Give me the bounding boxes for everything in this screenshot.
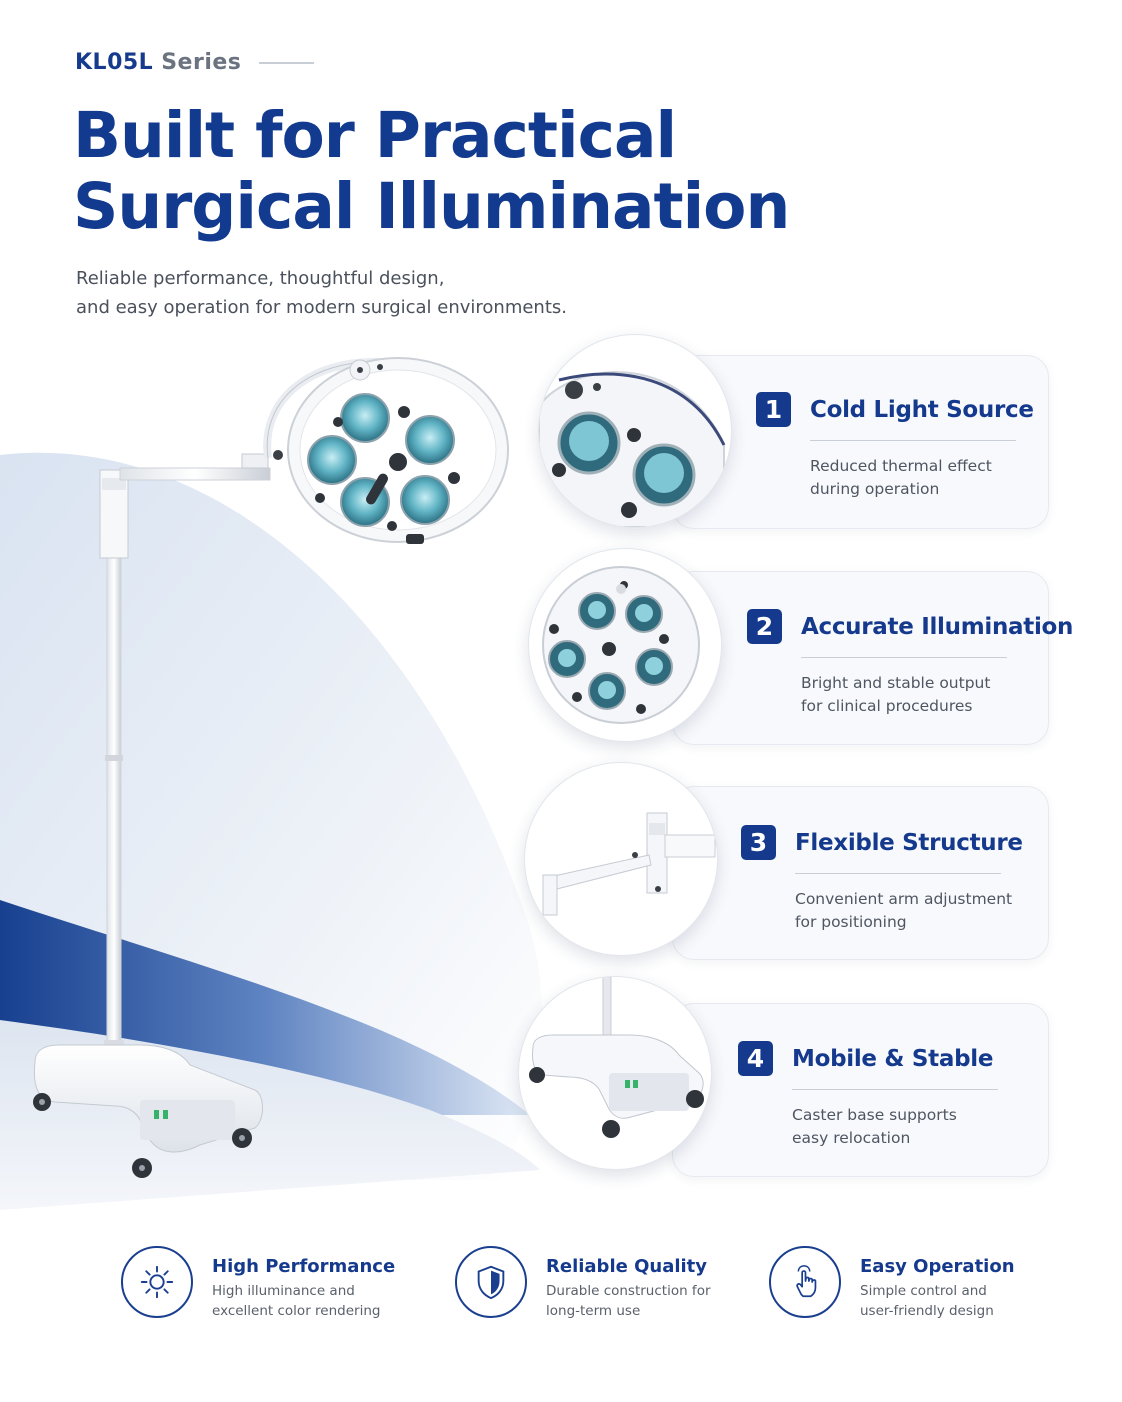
- feature-number-badge: 3: [741, 825, 776, 860]
- feature-4: 4 Mobile & Stable Caster base supports e…: [738, 1041, 1038, 1150]
- highlight-desc-line: excellent color rendering: [212, 1303, 381, 1319]
- feature-divider: [801, 657, 1007, 658]
- series-rule: [259, 61, 315, 64]
- highlight-high-performance: High Performance High illuminance and ex…: [121, 1246, 395, 1321]
- feature-image-3: [524, 762, 718, 956]
- shield-icon: [455, 1246, 527, 1318]
- highlight-desc-line: Simple control and: [860, 1283, 987, 1299]
- highlight-description: Simple control and user-friendly design: [860, 1281, 1015, 1321]
- highlight-desc-line: High illuminance and: [212, 1283, 355, 1299]
- feature-desc-line: for positioning: [795, 913, 907, 931]
- feature-image-2: [528, 548, 722, 742]
- feature-divider: [810, 440, 1016, 441]
- feature-desc-line: for clinical procedures: [801, 697, 973, 715]
- title-line-2: Surgical Illumination: [73, 170, 790, 243]
- series-code: KL05L: [75, 50, 154, 75]
- highlight-desc-line: user-friendly design: [860, 1303, 994, 1319]
- lamp-face-illustration: [542, 566, 700, 724]
- highlight-desc-line: long-term use: [546, 1303, 641, 1319]
- feature-number-badge: 2: [747, 609, 782, 644]
- feature-number-badge: 4: [738, 1041, 773, 1076]
- feature-desc-line: Reduced thermal effect: [810, 457, 992, 475]
- surgical-lamp-illustration: [33, 357, 509, 1178]
- highlight-title: Reliable Quality: [546, 1256, 708, 1277]
- feature-card-2: [672, 571, 1049, 745]
- feature-number-badge: 1: [756, 392, 791, 427]
- series-label: KL05L Series: [75, 50, 315, 75]
- feature-description: Bright and stable output for clinical pr…: [801, 672, 1047, 718]
- feature-description: Caster base supports easy relocation: [792, 1104, 1038, 1150]
- feature-card-1: [672, 355, 1049, 529]
- feature-desc-line: easy relocation: [792, 1129, 911, 1147]
- feature-title: Flexible Structure: [795, 829, 1023, 856]
- highlight-desc-line: Durable construction for: [546, 1283, 711, 1299]
- sun-icon: [121, 1246, 193, 1318]
- caster-base-illustration: [529, 977, 704, 1138]
- feature-title: Mobile & Stable: [792, 1045, 994, 1072]
- feature-divider: [792, 1089, 998, 1090]
- feature-desc-line: Caster base supports: [792, 1106, 957, 1124]
- highlight-description: Durable construction for long-term use: [546, 1281, 711, 1321]
- highlight-title: Easy Operation: [860, 1256, 1015, 1277]
- title-line-1: Built for Practical: [73, 99, 677, 172]
- page-subtitle: Reliable performance, thoughtful design,…: [76, 264, 567, 322]
- feature-image-4: [518, 976, 712, 1170]
- feature-description: Reduced thermal effect during operation: [810, 455, 1056, 501]
- feature-2: 2 Accurate Illumination Bright and stabl…: [747, 609, 1073, 718]
- page-title: Built for Practical Surgical Illuminatio…: [73, 100, 793, 242]
- lamp-closeup-illustration: [539, 371, 726, 527]
- arm-joint-illustration: [542, 812, 716, 916]
- feature-image-1: [538, 334, 732, 528]
- feature-divider: [795, 873, 1001, 874]
- subtitle-line-2: and easy operation for modern surgical e…: [76, 297, 568, 318]
- feature-title: Accurate Illumination: [801, 613, 1074, 640]
- feature-desc-line: during operation: [810, 480, 940, 498]
- feature-1: 1 Cold Light Source Reduced thermal effe…: [756, 392, 1056, 501]
- feature-desc-line: Convenient arm adjustment: [795, 890, 1013, 908]
- highlight-easy-operation: Easy Operation Simple control and user-f…: [769, 1246, 1015, 1321]
- subtitle-line-1: Reliable performance, thoughtful design,: [76, 268, 445, 289]
- feature-card-4: [672, 1003, 1049, 1177]
- feature-description: Convenient arm adjustment for positionin…: [795, 888, 1041, 934]
- feature-desc-line: Bright and stable output: [801, 674, 991, 692]
- highlight-reliable-quality: Reliable Quality Durable construction fo…: [455, 1246, 711, 1321]
- feature-title: Cold Light Source: [810, 396, 1034, 423]
- feature-3: 3 Flexible Structure Convenient arm adju…: [741, 825, 1041, 934]
- series-word: Series: [161, 50, 242, 75]
- hand-pointer-icon: [769, 1246, 841, 1318]
- highlight-title: High Performance: [212, 1256, 396, 1277]
- highlight-description: High illuminance and excellent color ren…: [212, 1281, 395, 1321]
